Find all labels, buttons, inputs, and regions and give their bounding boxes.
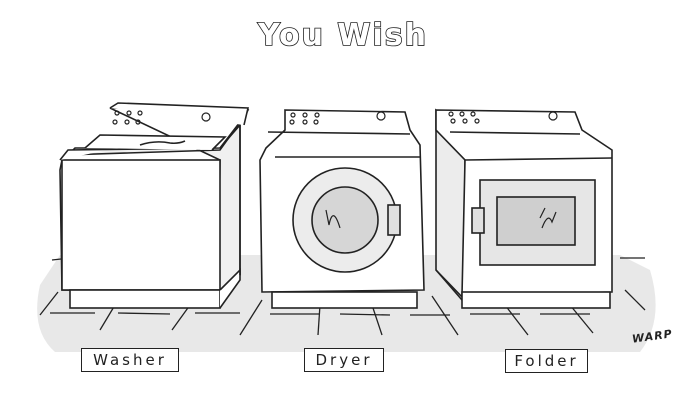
- dryer-label: Dryer: [304, 348, 384, 372]
- washer-illustration: [59, 102, 250, 309]
- dryer-illustration: [259, 109, 425, 309]
- folder-illustration: [435, 108, 613, 309]
- folder-label: Folder: [505, 349, 588, 373]
- cartoon-title: You Wish: [257, 17, 428, 54]
- washer-label: Washer: [81, 348, 179, 372]
